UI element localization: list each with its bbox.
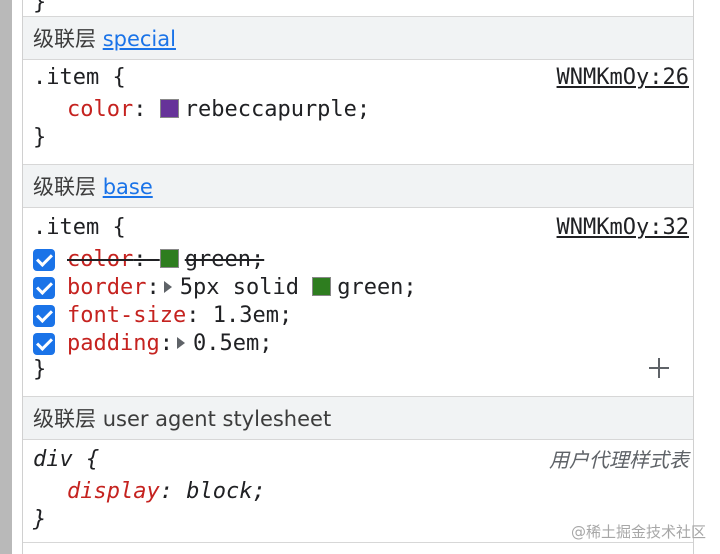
property-value[interactable]: 1.3em; (212, 303, 293, 328)
property-name[interactable]: padding (67, 331, 160, 356)
property-value[interactable]: 0.5em; (192, 331, 273, 356)
property-name[interactable]: border (67, 275, 147, 300)
rule-source-link[interactable]: WNMKmOy:26 (556, 65, 689, 90)
color-swatch-icon[interactable] (312, 277, 332, 296)
rule-selector[interactable]: .item { (33, 215, 126, 240)
color-swatch-icon[interactable] (159, 99, 179, 118)
colon: : (159, 479, 173, 504)
declaration-display: display: block; (67, 478, 266, 506)
declaration-color[interactable]: color: rebeccapurple; (67, 96, 370, 124)
rule-divider (23, 542, 693, 543)
layer-header-user-agent: 级联层 user agent stylesheet (23, 396, 693, 440)
layer-header-special: 级联层 special (23, 16, 693, 60)
add-declaration-button[interactable] (647, 356, 671, 380)
property-name: display (67, 479, 160, 504)
declaration-color-overridden[interactable]: color: green; (67, 246, 264, 274)
layer-label: 级联层 (33, 175, 96, 199)
expand-triangle-icon[interactable] (163, 281, 172, 293)
styles-panel: } 级联层 special .item { WNMKmOy:26 color: … (22, 0, 694, 554)
style-rule-special: .item { WNMKmOy:26 color: rebeccapurple;… (23, 62, 693, 162)
rule-source-link[interactable]: WNMKmOy:32 (556, 215, 689, 240)
colon: : (159, 331, 173, 356)
colon: : (186, 303, 200, 328)
rule-close-brace: } (33, 0, 47, 15)
style-rule-user-agent: div { 用户代理样式表 display: block; } (23, 442, 693, 542)
declaration-checkbox-font-size[interactable] (33, 305, 55, 327)
property-value-color[interactable]: green; (337, 275, 417, 300)
declaration-padding[interactable]: padding:0.5em; (67, 330, 272, 358)
colon: : (133, 97, 147, 122)
declaration-checkbox-padding[interactable] (33, 333, 55, 355)
layer-label: 级联层 (33, 27, 96, 51)
declaration-font-size[interactable]: font-size: 1.3em; (67, 302, 292, 330)
layer-label: 级联层 (33, 407, 96, 431)
layer-link-special[interactable]: special (102, 27, 176, 51)
declaration-checkbox-color[interactable] (33, 249, 55, 271)
style-rule-base: .item { WNMKmOy:32 color: green; border:… (23, 210, 693, 394)
property-name[interactable]: color (67, 247, 134, 272)
colon: : (146, 275, 160, 300)
property-value[interactable]: green; (184, 247, 265, 272)
watermark: @稀土掘金技术社区 (570, 523, 706, 541)
property-value[interactable]: rebeccapurple; (184, 97, 371, 122)
layer-header-base: 级联层 base (23, 164, 693, 208)
layer-link-base[interactable]: base (102, 175, 153, 199)
rule-selector: div { (33, 447, 100, 472)
expand-triangle-icon[interactable] (176, 337, 185, 349)
property-name[interactable]: font-size (67, 303, 187, 328)
rule-selector[interactable]: .item { (33, 65, 126, 90)
color-swatch-icon[interactable] (159, 249, 179, 268)
property-name[interactable]: color (67, 97, 134, 122)
declaration-checkbox-border[interactable] (33, 277, 55, 299)
colon: : (133, 247, 147, 272)
declaration-border[interactable]: border:5px solid green; (67, 274, 417, 302)
rule-close-brace: } (33, 357, 47, 382)
layer-name-user-agent: user agent stylesheet (102, 407, 332, 431)
rule-close-brace: } (33, 507, 47, 532)
property-value[interactable]: 5px solid (179, 275, 299, 300)
property-value: block; (186, 479, 266, 504)
left-gutter (0, 0, 12, 554)
previous-rule-tail: } (23, 0, 693, 14)
rule-close-brace: } (33, 125, 47, 150)
rule-source-label: 用户代理样式表 (549, 448, 689, 472)
